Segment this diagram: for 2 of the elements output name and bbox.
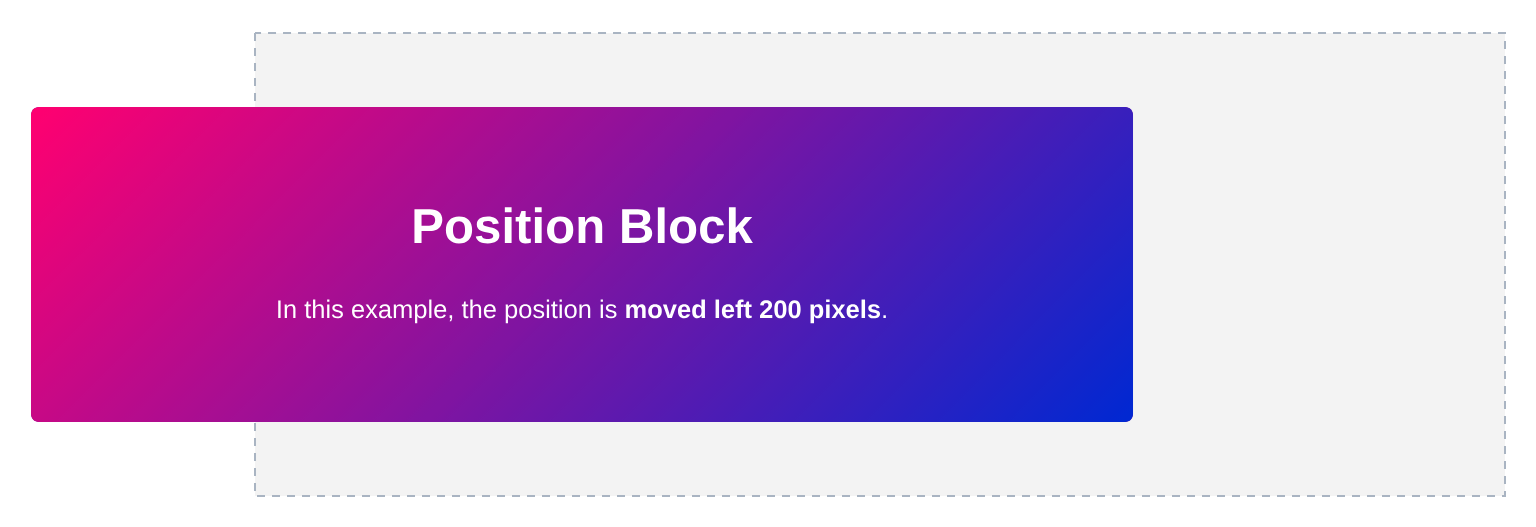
heading: Position Block — [414, 207, 753, 244]
body-text: In this example, the position is moved left 200 pixels. — [278, 299, 886, 324]
